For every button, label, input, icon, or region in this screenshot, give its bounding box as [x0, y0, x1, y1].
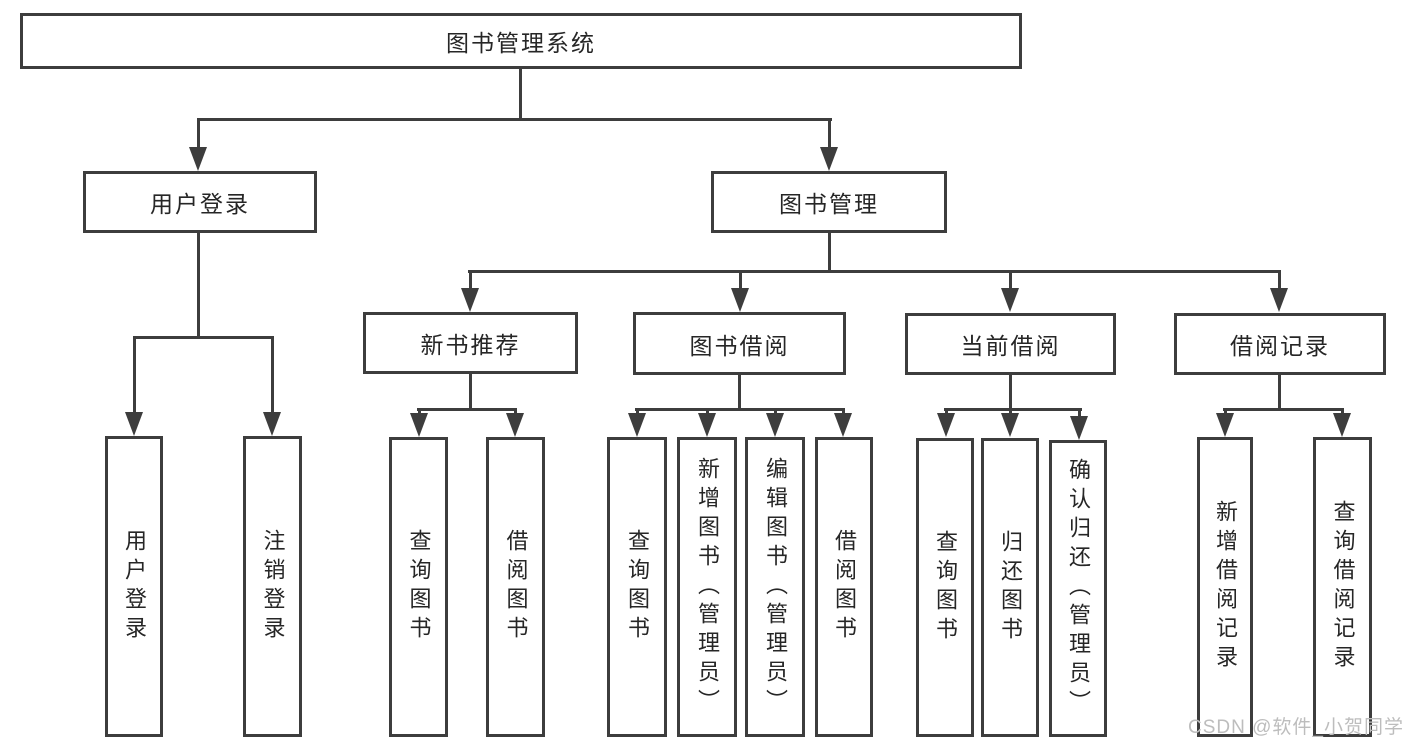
- leaf-borrow-add-admin: 新增图书（管理员）: [677, 437, 737, 737]
- connector-root-bar: [197, 118, 832, 121]
- arrow-down-icon: [506, 413, 524, 437]
- leaf-label: 确认归还（管理员）: [1066, 458, 1091, 719]
- arrow-down-icon: [1070, 416, 1088, 440]
- node-book-mgmt-label: 图书管理: [779, 191, 879, 217]
- leaf-label: 查询图书: [933, 529, 958, 646]
- connector-user-login-drop: [197, 233, 200, 338]
- leaf-current-return: 归还图书: [981, 438, 1039, 737]
- node-current-borrow-label: 当前借阅: [960, 333, 1061, 359]
- node-user-login-label: 用户登录: [150, 191, 250, 217]
- node-borrow-records-label: 借阅记录: [1230, 333, 1330, 359]
- leaf-label: 查询图书: [406, 529, 432, 645]
- leaf-label: 新增图书（管理员）: [695, 456, 720, 718]
- arrow-down-icon: [1333, 413, 1351, 437]
- arrow-down-icon: [410, 413, 428, 437]
- node-book-borrow-label: 图书借阅: [689, 332, 790, 359]
- node-borrow-records: 借阅记录: [1174, 313, 1386, 375]
- arrow-down-icon: [1216, 413, 1234, 437]
- leaf-logout: 注销登录: [243, 436, 302, 737]
- connector-new-books-drop: [469, 374, 472, 410]
- arrow-down-icon: [820, 147, 838, 171]
- connector-current-borrow-stem: [1009, 270, 1012, 290]
- leaf-label: 归还图书: [998, 529, 1023, 646]
- leaf-user-login: 用户登录: [105, 436, 163, 737]
- node-book-mgmt: 图书管理: [711, 171, 947, 233]
- arrow-down-icon: [698, 413, 716, 437]
- connector-leaf-stem: [1009, 408, 1012, 417]
- connector-book-borrow-bar: [635, 408, 845, 411]
- connector-leaf-stem: [418, 408, 421, 417]
- leaf-borrow-edit-admin: 编辑图书（管理员）: [745, 437, 805, 737]
- arrow-down-icon: [1270, 288, 1288, 312]
- leaf-label: 注销登录: [260, 528, 286, 645]
- connector-root-stem: [519, 69, 522, 118]
- leaf-label: 查询图书: [625, 529, 650, 645]
- connector-leaf-stem: [706, 408, 709, 417]
- connector-borrow-records-drop: [1278, 375, 1281, 410]
- connector-leaf-stem: [636, 408, 639, 417]
- connector-leaf-stem: [271, 336, 274, 414]
- arrow-down-icon: [834, 413, 852, 437]
- arrow-down-icon: [263, 412, 281, 436]
- arrow-down-icon: [189, 147, 207, 171]
- leaf-label: 新增借阅记录: [1213, 500, 1238, 674]
- node-new-books-label: 新书推荐: [420, 332, 521, 358]
- connector-user-login-stem: [197, 118, 200, 150]
- leaf-label: 借阅图书: [832, 529, 857, 645]
- connector-leaf-stem: [945, 408, 948, 417]
- connector-new-books-stem: [469, 270, 472, 290]
- leaf-records-add: 新增借阅记录: [1197, 437, 1253, 737]
- node-book-borrow: 图书借阅: [633, 312, 846, 375]
- arrow-down-icon: [731, 288, 749, 312]
- connector-leaf-stem: [1078, 408, 1081, 418]
- leaf-current-query: 查询图书: [916, 438, 974, 737]
- connector-current-borrow-bar: [944, 408, 1082, 411]
- connector-book-borrow-stem: [739, 270, 742, 290]
- connector-leaf-stem: [774, 408, 777, 417]
- connector-leaf-stem: [842, 408, 845, 417]
- arrow-down-icon: [1001, 413, 1019, 437]
- arrow-down-icon: [125, 412, 143, 436]
- node-new-books: 新书推荐: [363, 312, 578, 374]
- leaf-records-query: 查询借阅记录: [1313, 437, 1372, 737]
- connector-borrow-records-bar: [1223, 408, 1344, 411]
- connector-borrow-records-stem: [1278, 270, 1281, 290]
- arrow-down-icon: [766, 413, 784, 437]
- arrow-down-icon: [1001, 288, 1019, 312]
- connector-book-mgmt-drop: [828, 233, 831, 273]
- leaf-borrow-borrow: 借阅图书: [815, 437, 873, 737]
- connector-leaf-stem: [1341, 408, 1344, 417]
- leaf-borrow-query: 查询图书: [607, 437, 667, 737]
- leaf-label: 用户登录: [122, 528, 147, 645]
- connector-new-books-bar: [417, 408, 517, 411]
- node-root: 图书管理系统: [20, 13, 1022, 69]
- leaf-new-books-query: 查询图书: [389, 437, 448, 737]
- arrow-down-icon: [937, 413, 955, 437]
- connector-leaf-stem: [514, 408, 517, 417]
- node-current-borrow: 当前借阅: [905, 313, 1116, 375]
- leaf-current-confirm-admin: 确认归还（管理员）: [1049, 440, 1107, 737]
- connector-book-borrow-drop: [738, 375, 741, 410]
- connector-book-mgmt-bar: [468, 270, 1281, 273]
- connector-current-borrow-drop: [1009, 375, 1012, 410]
- node-root-label: 图书管理系统: [446, 30, 596, 56]
- connector-book-mgmt-stem: [828, 118, 831, 150]
- connector-leaf-stem: [133, 336, 136, 414]
- arrow-down-icon: [461, 288, 479, 312]
- arrow-down-icon: [628, 413, 646, 437]
- connector-user-login-bar: [133, 336, 274, 339]
- leaf-label: 编辑图书（管理员）: [763, 456, 788, 718]
- leaf-label: 查询借阅记录: [1330, 500, 1356, 674]
- connector-leaf-stem: [1224, 408, 1227, 417]
- leaf-new-books-borrow: 借阅图书: [486, 437, 545, 737]
- node-user-login: 用户登录: [83, 171, 317, 233]
- csdn-watermark: CSDN @软件_小贺同学: [1188, 717, 1404, 738]
- leaf-label: 借阅图书: [503, 529, 529, 645]
